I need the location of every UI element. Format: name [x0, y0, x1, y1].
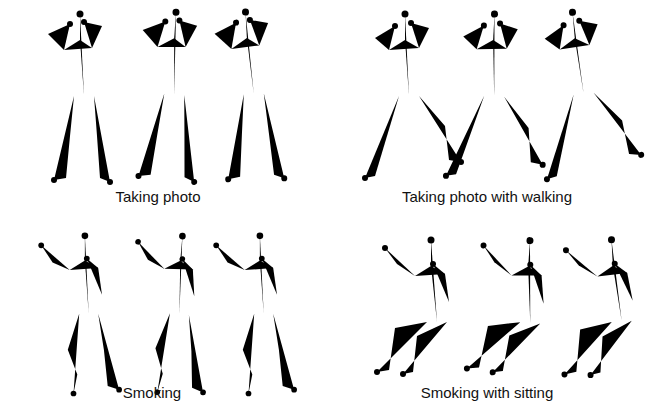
- caption-label: Smoking: [123, 384, 181, 402]
- caption-label: Taking photo with walking: [402, 188, 572, 206]
- caption-label: Smoking with sitting: [421, 384, 554, 402]
- caption-label: Taking photo: [115, 188, 200, 206]
